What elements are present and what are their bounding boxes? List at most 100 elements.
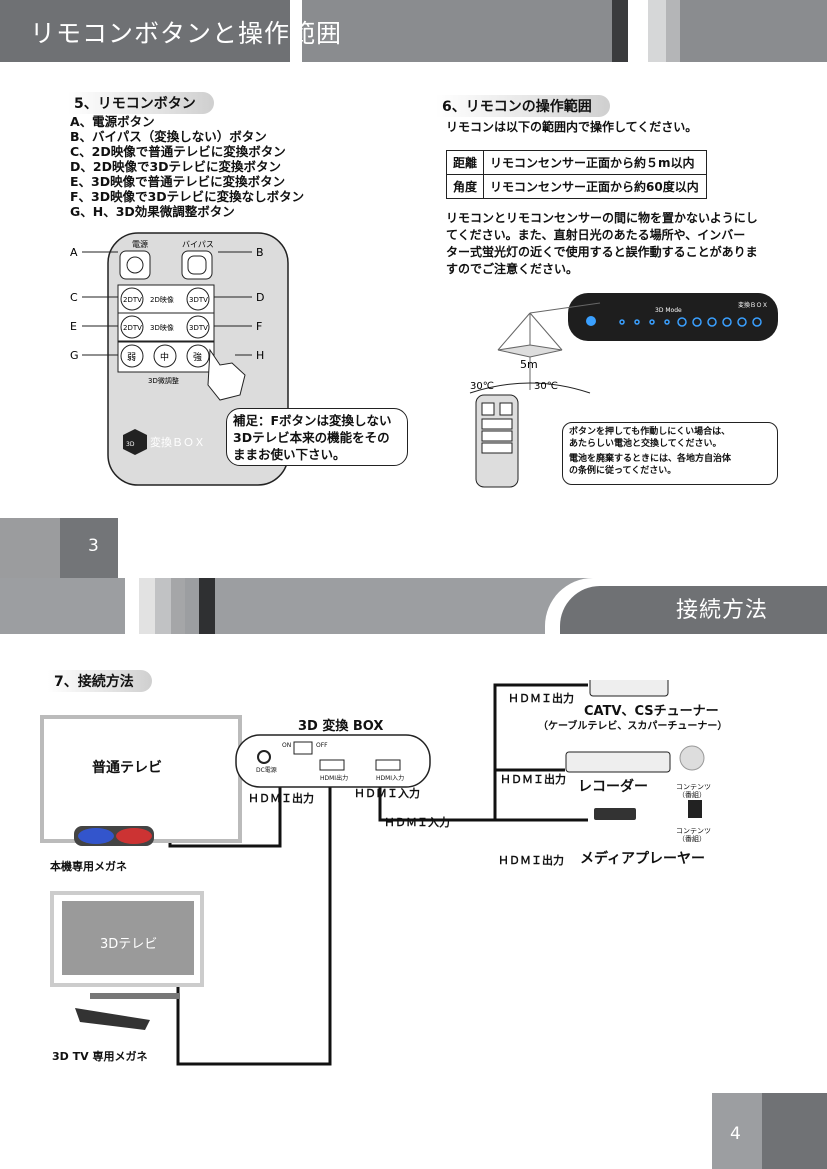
disc-icon: [679, 745, 705, 771]
section6-intro: リモコンは以下の範囲内で操作してください。: [446, 120, 698, 134]
table-cell-value: リモコンセンサー正面から約５m以内: [483, 150, 708, 175]
content-sub: （番組）: [678, 835, 706, 843]
table-cell-label: 距離: [445, 150, 485, 175]
page-number-left: 3: [88, 536, 99, 556]
button-mid[interactable]: [153, 344, 177, 368]
box-off: OFF: [316, 742, 328, 749]
hdmi-out-port: [319, 759, 345, 771]
power-switch[interactable]: [293, 741, 313, 755]
normal-tv-label: 普通テレビ: [92, 760, 162, 776]
header2-stripe: [139, 578, 155, 634]
logo-text: 変換ＢＯＸ: [150, 435, 205, 449]
note-bubble: 補足：Fボタンは変換しない 3Dテレビ本来の機能をその ままお使い下さい。: [226, 408, 408, 466]
list-item: E、3D映像で普通テレビに変換ボタン: [70, 174, 286, 189]
hand-icon: [207, 348, 246, 401]
page-title: リモコンボタンと操作範囲: [30, 19, 343, 48]
table-row: 角度 リモコンセンサー正面から約60度以内: [445, 174, 708, 199]
label-recorder-out: ＨＤＭＩ出力: [500, 773, 566, 786]
section5-list: A、電源ボタン B、バイパス（変換しない）ボタン C、2D映像で普通テレビに変換…: [70, 114, 304, 219]
page-tab-left-light: [0, 518, 60, 578]
box-hdmi-out: HDMI出力: [320, 775, 349, 782]
section6-paragraph: リモコンとリモコンセンサーの間に物を置かないようにし てください。また、直射日光…: [446, 210, 758, 278]
power-button[interactable]: [119, 250, 151, 280]
letter-b: B: [256, 246, 264, 259]
header-stripe: [628, 0, 648, 62]
note-line: ままお使い下さい。: [233, 447, 346, 462]
letter-g: G: [70, 349, 79, 362]
table-row: 距離 リモコンセンサー正面から約５m以内: [445, 150, 708, 175]
button-weak[interactable]: [120, 344, 144, 368]
section7-heading: 7、接続方法: [48, 670, 152, 692]
header-stripe: [666, 0, 680, 62]
angle-right: 30℃: [534, 381, 558, 392]
power-label: 電源: [132, 240, 148, 249]
beam-line: [529, 312, 563, 351]
box-title: 3D 変換 BOX: [298, 719, 384, 734]
label-media-out: ＨＤＭＩ出力: [498, 854, 564, 867]
button-strong[interactable]: [186, 344, 210, 368]
sdcard-icon: [688, 800, 702, 818]
letter-f: F: [256, 320, 262, 333]
strong-label: 強: [193, 351, 202, 363]
list-item: G、H、3D効果微調整ボタン: [70, 204, 235, 219]
header-stripe: [612, 0, 628, 62]
note-line: あたらしい電池と交換してください。: [569, 439, 722, 449]
sensor-icon: [586, 316, 596, 326]
bypass-label: バイパス: [182, 240, 214, 249]
paragraph-line: すのでご注意ください。: [446, 262, 579, 276]
beam-line: [497, 312, 531, 351]
label-hdmi-out: ＨＤＭＩ出力: [248, 792, 314, 805]
button-e-label: 2DTV: [123, 324, 142, 332]
note-line: 電池を廃棄するときには、各地方自治体: [569, 454, 732, 464]
content-label: コンテンツ: [676, 783, 711, 791]
indicator-lights: [619, 317, 762, 327]
battery-note: ボタンを押しても作動しにくい場合は、 あたらしい電池と交換してください。 電池を…: [562, 422, 778, 485]
normal-tv: [40, 715, 242, 843]
letter-c: C: [70, 291, 78, 304]
glasses-icon: [74, 826, 154, 846]
box-on: ON: [282, 742, 292, 749]
paragraph-line: ター式蛍光灯の近くで使用すると誤作動することがありま: [446, 245, 758, 259]
note-line: 3Dテレビ本来の機能をその: [233, 430, 390, 445]
media-player-label: メディアプレーヤー: [580, 851, 706, 867]
catv-sub: （ケーブルテレビ、スカパーチューナー）: [538, 721, 728, 732]
header2-stripe: [199, 578, 215, 634]
note-line: ボタンを押しても作動しにくい場合は、: [569, 427, 731, 437]
section6-heading: 6、リモコンの操作範囲: [436, 95, 610, 117]
row2-center-label: 3D映像: [150, 323, 174, 332]
letter-h: H: [256, 349, 264, 362]
tv-3d-stand: [90, 993, 180, 999]
remote-small-button: [481, 402, 495, 416]
button-f[interactable]: [186, 315, 210, 339]
button-d[interactable]: [186, 287, 210, 311]
row1-center-label: 2D映像: [150, 295, 174, 304]
page-number-right: 4: [730, 1124, 741, 1144]
header-bar-dark: [0, 0, 300, 62]
beam-line: [529, 302, 601, 314]
glasses-3d-icon: [75, 1008, 150, 1030]
button-d-label: 3DTV: [189, 296, 208, 304]
connection-diagram: [40, 680, 705, 1066]
header-stripe: [290, 0, 302, 62]
range-table: 距離 リモコンセンサー正面から約５m以内 角度 リモコンセンサー正面から約60度…: [445, 150, 708, 199]
hdmi-in-port: [375, 759, 401, 771]
remote-small-button: [481, 430, 513, 442]
catv-title: CATV、CSチューナー: [584, 704, 719, 719]
button-c[interactable]: [120, 287, 144, 311]
bypass-button[interactable]: [181, 250, 213, 280]
recorder-device: [565, 751, 671, 773]
hdmi-cable: [168, 683, 588, 1066]
paragraph-line: てください。また、直射日光のあたる場所や、インバー: [446, 228, 746, 242]
bypass-icon: [187, 255, 207, 275]
button-e[interactable]: [120, 315, 144, 339]
label-hdmi-in-cable: ＨＤＭＩ入力: [384, 816, 450, 829]
note-line: の条例に従ってください。: [569, 466, 677, 476]
cube-icon: [123, 429, 147, 455]
catv-tuner: [589, 680, 669, 697]
header2-stripe: [125, 578, 139, 634]
power-icon: [126, 256, 144, 274]
button-f-label: 3DTV: [189, 324, 208, 332]
section5-heading: 5、リモコンボタン: [68, 92, 214, 114]
tv-3d-screen: [62, 901, 194, 975]
converter-device: [568, 293, 778, 341]
